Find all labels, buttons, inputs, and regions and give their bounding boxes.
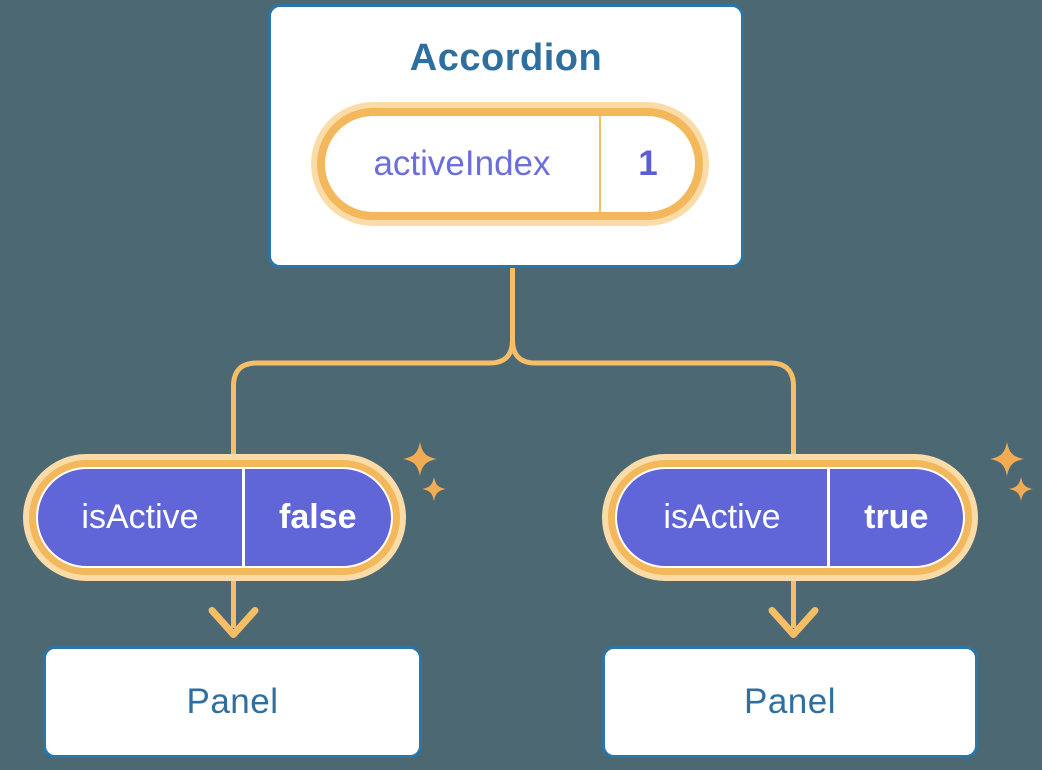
sparkle-icon (403, 442, 437, 476)
state-pill-activeindex: activeIndex 1 (317, 108, 703, 220)
panel-title: Panel (743, 682, 837, 721)
state-pill-isactive-right: isActive true (615, 467, 965, 568)
panel-title: Panel (186, 682, 279, 721)
state-name: isActive (663, 498, 781, 536)
state-value: false (279, 498, 357, 536)
connector-lines (231, 266, 796, 628)
state-value: 1 (638, 144, 658, 183)
arrow-down-icon (208, 607, 259, 638)
sparkle-icon (1009, 477, 1033, 501)
connector-left-branch (231, 266, 515, 628)
pill-divider (242, 469, 245, 566)
arrow-down-icon (768, 607, 819, 638)
sparkle-icon (422, 477, 446, 501)
state-name: isActive (81, 498, 199, 536)
state-name: activeIndex (373, 144, 551, 183)
pill-divider (827, 469, 830, 566)
sparkle-icon (990, 442, 1024, 476)
arrow-heads (208, 607, 819, 638)
panel-card-left: Panel (43, 646, 422, 758)
panel-card-right: Panel (602, 646, 978, 758)
state-value: true (864, 498, 929, 536)
pill-divider (599, 116, 601, 212)
state-pill-isactive-left: isActive false (36, 467, 393, 568)
accordion-title: Accordion (409, 37, 603, 79)
connector-right-branch (510, 266, 796, 628)
